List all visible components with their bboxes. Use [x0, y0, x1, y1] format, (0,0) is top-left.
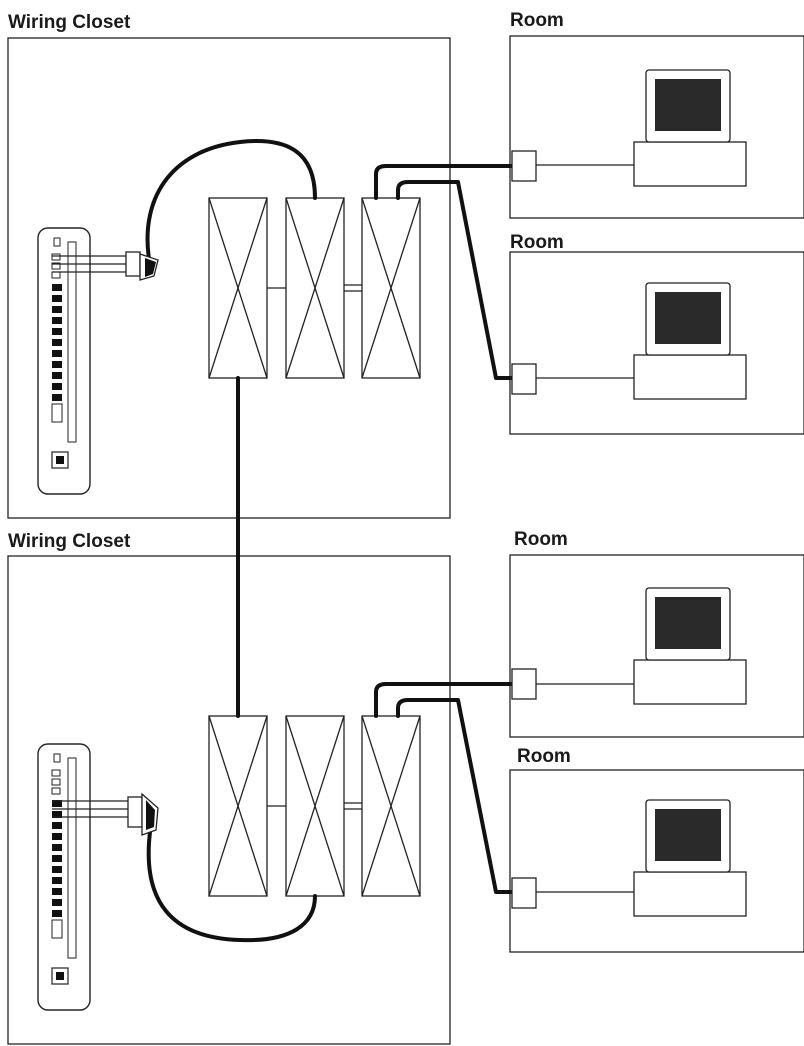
hub-port [52, 910, 62, 917]
wall-jack-room-1 [511, 150, 537, 182]
patch-panel-unit-top-3 [361, 197, 421, 379]
hub-port [52, 800, 62, 807]
computer-base [633, 659, 747, 705]
hub-port [52, 899, 62, 906]
wiring-closet-bottom-label: Wiring Closet [8, 531, 131, 552]
patch-panel-unit-top-2 [285, 197, 345, 379]
wall-jack-room-4 [511, 877, 537, 909]
hub-switch [51, 403, 63, 423]
computer-room-4 [633, 799, 747, 917]
hub-port-open [51, 769, 61, 777]
wall-jack-room-2 [511, 363, 537, 395]
hub-indicator [53, 753, 61, 763]
patch-cord-top [145, 139, 317, 267]
room-4-area [509, 769, 804, 953]
wall-jack-room-3 [511, 668, 537, 700]
hub-port [52, 844, 62, 851]
computer-room-3 [633, 587, 747, 705]
hub-rail [67, 757, 77, 959]
patch-panel-unit-bottom-3 [361, 715, 421, 897]
hub-port-open [51, 271, 61, 279]
hub-bottom [37, 743, 91, 1011]
computer-base [633, 871, 747, 917]
hub-port [52, 811, 62, 818]
hub-port [52, 833, 62, 840]
computer-screen [655, 292, 721, 344]
hub-port [52, 339, 62, 346]
patch-cord-bottom [146, 830, 317, 943]
hub-port [52, 306, 62, 313]
hub-port [52, 284, 62, 291]
hub-top [37, 227, 91, 495]
room-4-label: Room [517, 746, 571, 767]
horizontal-cable-room-2 [396, 180, 514, 380]
hub-power-socket-inner [56, 456, 64, 464]
hub-port [52, 295, 62, 302]
hub-port [52, 394, 62, 401]
room-3-area [509, 554, 804, 738]
hub-indicator [53, 237, 61, 247]
computer-screen [655, 809, 721, 861]
computer-screen [655, 79, 721, 131]
hub-port [52, 383, 62, 390]
computer-base [633, 141, 747, 187]
hub-port [52, 328, 62, 335]
hub-power-socket-inner [56, 972, 64, 980]
hub-port [52, 866, 62, 873]
hub-body [37, 227, 91, 495]
hub-port-open [51, 262, 61, 270]
horizontal-cable-room-4 [396, 698, 514, 894]
hub-port [52, 888, 62, 895]
computer-base [633, 354, 747, 400]
hub-port [52, 317, 62, 324]
hub-port [52, 350, 62, 357]
hub-switch [51, 919, 63, 939]
room-1-label: Room [510, 10, 564, 31]
hub-port [52, 372, 62, 379]
computer-room-2 [633, 282, 747, 400]
wiring-closet-bottom-area [7, 555, 451, 1045]
wiring-closet-top-area [7, 37, 451, 519]
hub-port [52, 361, 62, 368]
computer-room-1 [633, 69, 747, 187]
hub-port [52, 877, 62, 884]
computer-screen [655, 597, 721, 649]
connector-plug-top [52, 251, 159, 281]
hub-body [37, 743, 91, 1011]
connector-plug-bottom [52, 792, 159, 836]
room-1-area [509, 35, 804, 219]
horizontal-cable-room-3 [374, 682, 514, 718]
hub-port [52, 855, 62, 862]
patch-panel-unit-bottom-2 [285, 715, 345, 897]
hub-port-open [51, 778, 61, 786]
room-2-label: Room [510, 232, 564, 253]
patch-panel-unit-top-1 [208, 197, 268, 379]
wiring-closet-top-label: Wiring Closet [8, 12, 131, 33]
patch-panel-unit-bottom-1 [208, 715, 268, 897]
hub-rail [67, 241, 77, 443]
room-3-label: Room [514, 529, 568, 550]
horizontal-cable-room-1 [374, 164, 514, 200]
room-2-area [509, 251, 804, 435]
hub-port-open [51, 787, 61, 795]
hub-port-open [51, 253, 61, 261]
hub-port [52, 822, 62, 829]
